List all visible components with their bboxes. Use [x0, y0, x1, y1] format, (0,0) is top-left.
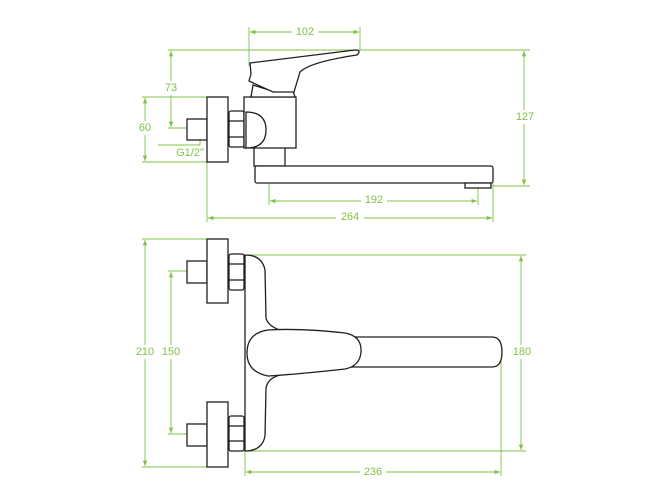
dim-label-body-width: 180 [513, 346, 531, 358]
dim-label-spout-length: 236 [364, 466, 382, 478]
spout [254, 165, 494, 184]
inlet-pipe-lower [186, 423, 208, 447]
hex-nut [228, 110, 245, 148]
inlet-pipe-upper [186, 260, 208, 284]
dim-label-plate-span: 210 [136, 346, 154, 358]
hex-nut-upper [228, 253, 245, 291]
top-extension-lines [142, 238, 526, 476]
dim-label-spout-reach: 192 [365, 194, 383, 206]
hex-nut-lower [228, 415, 245, 452]
handle-top [246, 328, 362, 377]
handle-lever [248, 49, 360, 93]
inlet-pipe [186, 118, 208, 141]
dim-label-inlet-height: 73 [165, 82, 177, 94]
dim-label-thread: G1/2" [176, 147, 204, 159]
aerator [464, 182, 492, 189]
body-dome [245, 111, 267, 149]
dim-label-inlet-spacing: 150 [162, 346, 180, 358]
wall-plate-lower [206, 401, 229, 468]
side-extension-lines [142, 27, 530, 222]
dim-label-plate-height: 60 [139, 122, 151, 134]
top-view: 210 150 180 236 [133, 238, 535, 479]
dim-label-total-depth: 264 [341, 211, 359, 223]
body-neck [253, 145, 286, 167]
wall-plate-upper [206, 238, 229, 304]
spout-top [349, 336, 503, 368]
wall-plate [206, 96, 229, 163]
dim-label-total-height: 127 [516, 111, 534, 123]
dim-label-handle-reach: 102 [296, 26, 314, 38]
side-view: 102 127 73 60 G1/2" 192 264 [136, 25, 538, 225]
